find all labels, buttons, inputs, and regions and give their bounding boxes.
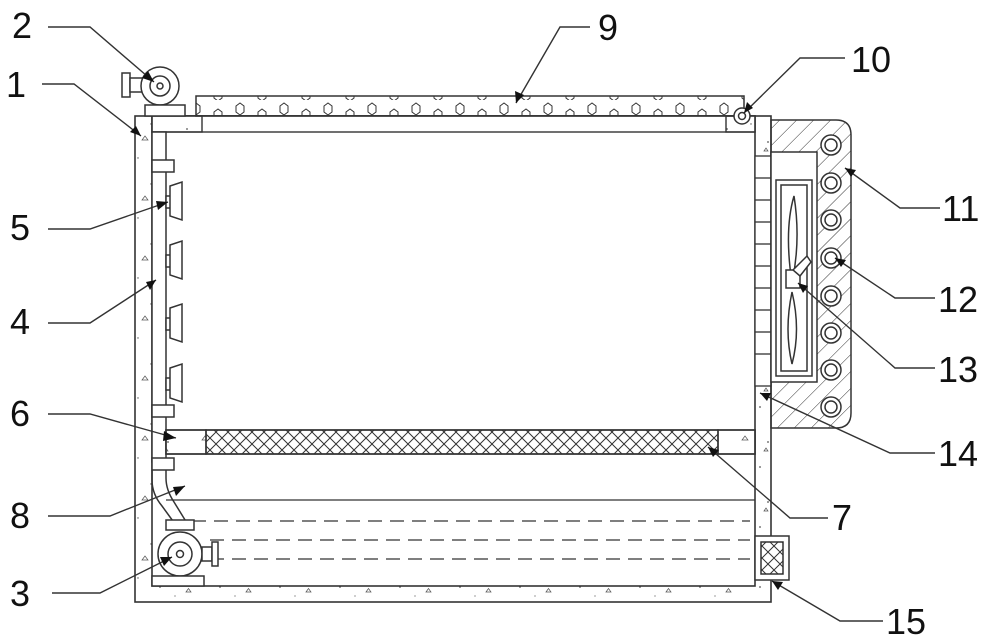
water-reservoir	[166, 499, 755, 560]
label-1: 1	[6, 64, 26, 105]
label-4: 4	[10, 301, 30, 342]
label-3: 3	[10, 573, 30, 614]
label-5: 5	[10, 207, 30, 248]
spray-pipe	[151, 131, 183, 471]
heat-pipes	[820, 134, 842, 418]
label-10: 10	[851, 39, 891, 80]
top-pump	[121, 66, 186, 117]
leader-lines	[42, 26, 940, 622]
bottom-pump	[151, 519, 219, 587]
housing	[134, 115, 772, 603]
label-13: 13	[938, 349, 978, 390]
label-8: 8	[10, 495, 30, 536]
side-grille	[754, 155, 772, 387]
label-12: 12	[938, 279, 978, 320]
label-9: 9	[598, 7, 618, 48]
label-7: 7	[832, 497, 852, 538]
filter-layer	[165, 429, 756, 455]
top-frame	[151, 115, 756, 133]
label-11: 11	[942, 188, 979, 229]
label-15: 15	[886, 601, 926, 642]
label-6: 6	[10, 393, 30, 434]
label-2: 2	[12, 5, 32, 46]
reference-numerals: 1 2 3 4 5 6 7 8 9 10 11 12 13 14 15	[6, 5, 979, 642]
fan	[775, 179, 813, 377]
drain-valve	[754, 535, 790, 581]
arrowheads	[130, 71, 856, 590]
return-pipe	[151, 470, 191, 529]
top-insulation-panel	[195, 95, 745, 117]
label-14: 14	[938, 433, 978, 474]
